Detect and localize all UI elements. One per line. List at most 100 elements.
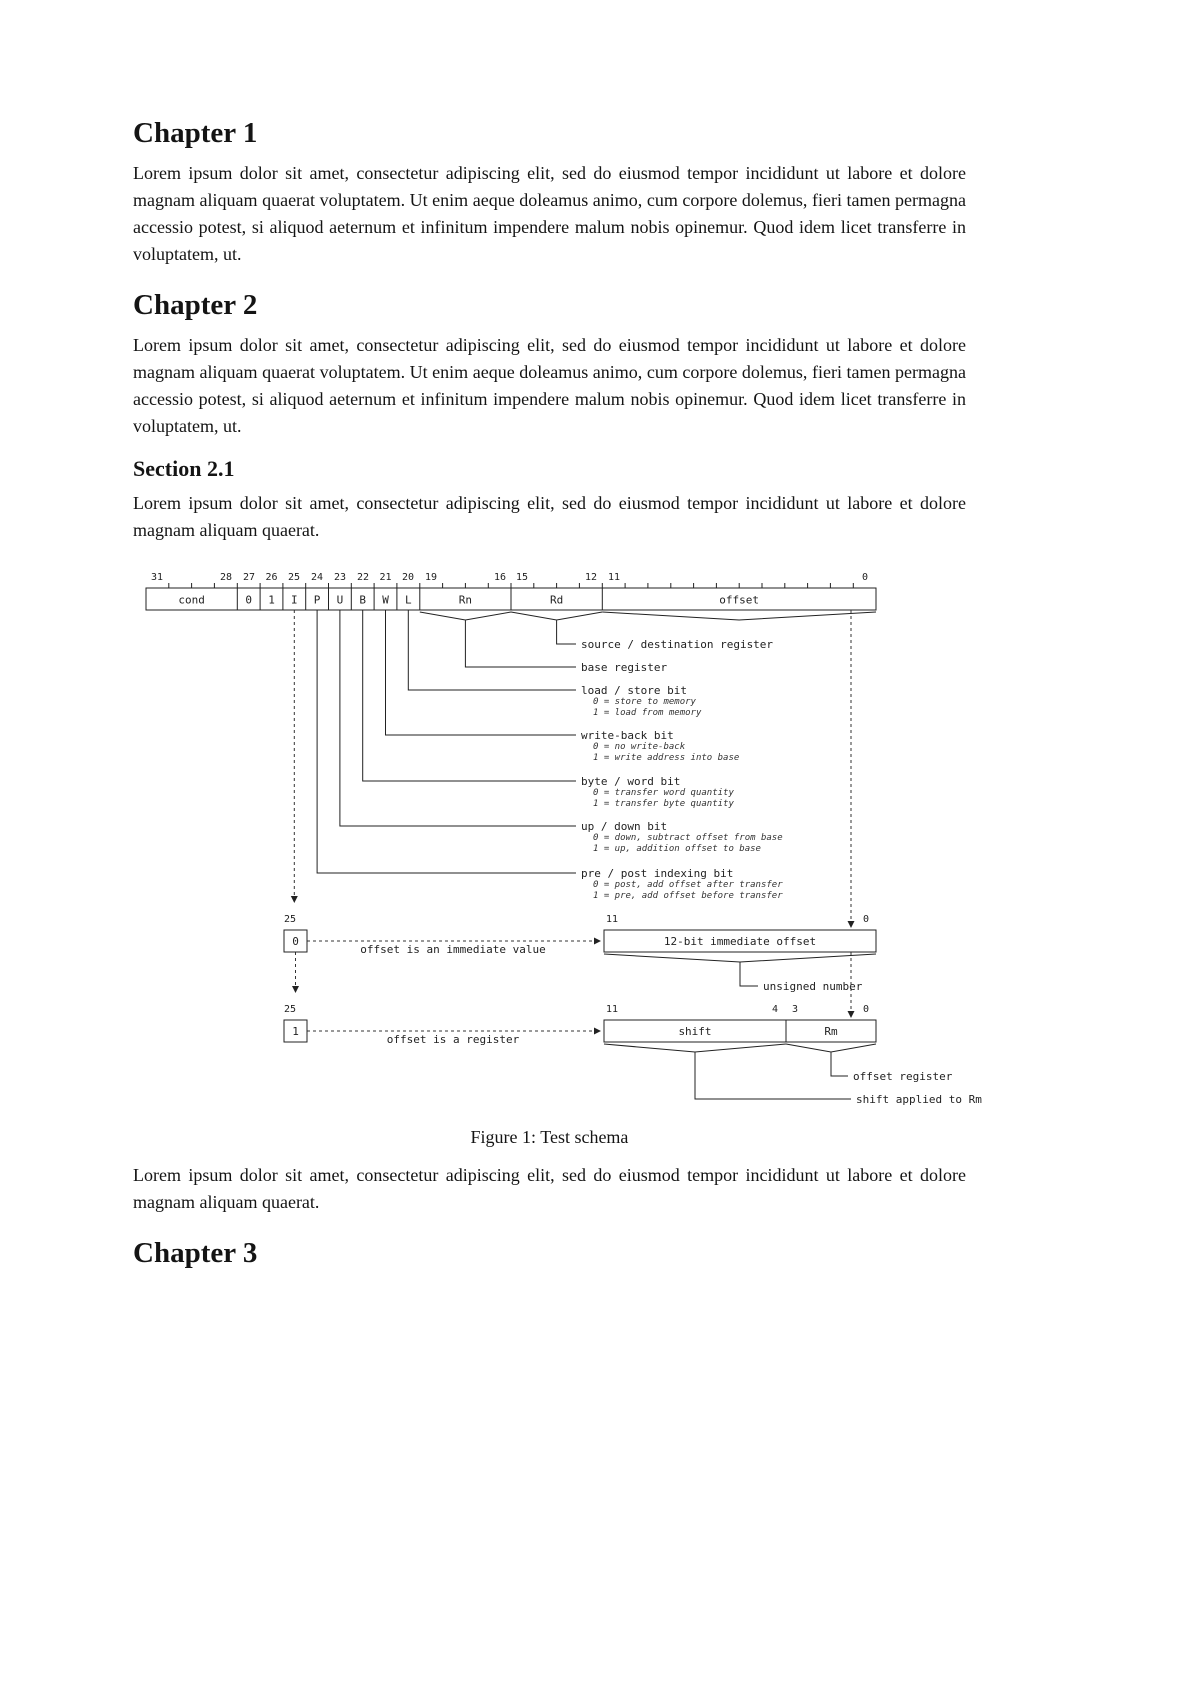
register-flag-box bbox=[283, 1019, 308, 1043]
field-L: L bbox=[405, 594, 412, 607]
annotation-pre-post-note-0: 0 = post, add offset after transfer bbox=[593, 880, 783, 890]
register-arrow-label: offset is a register bbox=[387, 1033, 520, 1046]
figure-caption: Figure 1: Test schema bbox=[470, 1127, 629, 1148]
register-flag-value: 1 bbox=[292, 1025, 299, 1038]
arrow-down-i-bit bbox=[290, 896, 298, 904]
arrow-down-offset-1 bbox=[847, 921, 855, 929]
field-separators bbox=[236, 588, 603, 611]
field-W: W bbox=[382, 594, 389, 607]
field-Rd: Rd bbox=[550, 594, 563, 607]
bit-number-21: 21 bbox=[379, 572, 391, 583]
register-row: 31 28 27 26 25 24 23 22 21 20 19 16 15 1… bbox=[145, 572, 877, 611]
bit-number-25: 25 bbox=[288, 572, 300, 583]
annotation-labels: source / destination register base regis… bbox=[581, 638, 783, 901]
field-Rn: Rn bbox=[459, 594, 472, 607]
leader-w bbox=[385, 610, 576, 736]
annotation-write-back-note-0: 0 = no write-back bbox=[593, 742, 686, 752]
field-const-0: 0 bbox=[245, 594, 252, 607]
arrow-down-flag0 bbox=[292, 986, 299, 994]
chapter-1-heading: Chapter 1 bbox=[133, 117, 258, 149]
bit-number-27: 27 bbox=[243, 572, 255, 583]
section-2-1-heading: Section 2.1 bbox=[133, 455, 235, 481]
register-branch: 25 1 offset is a register 11 4 3 0 shift… bbox=[283, 1004, 982, 1106]
bit-number-28: 28 bbox=[220, 572, 232, 583]
immediate-flag-box bbox=[283, 929, 308, 953]
annotation-base-register: base register bbox=[581, 661, 667, 674]
section-2-1-paragraph: Lorem ipsum dolor sit amet, consectetur … bbox=[133, 493, 966, 541]
bit-number-24: 24 bbox=[311, 572, 323, 583]
content-column: Chapter 1 Lorem ipsum dolor sit amet, co… bbox=[133, 117, 982, 1270]
leader-p bbox=[316, 610, 576, 874]
bit-number-31: 31 bbox=[151, 572, 163, 583]
arrow-down-offset-2 bbox=[847, 1011, 855, 1019]
immediate-box-bit-0: 0 bbox=[863, 914, 869, 925]
shift-rm-box bbox=[603, 1019, 877, 1043]
annotation-byte-word-note-0: 0 = transfer word quantity bbox=[593, 788, 734, 798]
rm-field-label: Rm bbox=[824, 1025, 838, 1038]
annotation-up-down-note-0: 0 = down, subtract offset from base bbox=[593, 833, 783, 843]
field-B: B bbox=[359, 594, 366, 607]
bit-number-16: 16 bbox=[494, 572, 506, 583]
bit-number-15: 15 bbox=[516, 572, 528, 583]
figure-1: 31 28 27 26 25 24 23 22 21 20 19 16 15 1… bbox=[133, 568, 982, 1148]
immediate-box-bit-11: 11 bbox=[606, 914, 618, 925]
immediate-offset-box bbox=[603, 929, 877, 953]
annotation-byte-word-note-1: 1 = transfer byte quantity bbox=[593, 799, 734, 809]
annotation-up-down: up / down bit bbox=[581, 820, 667, 833]
annotation-write-back-note-1: 1 = write address into base bbox=[593, 753, 739, 763]
immediate-offset-box-label: 12-bit immediate offset bbox=[664, 935, 816, 948]
annotation-write-back: write-back bit bbox=[581, 729, 674, 742]
instruction-format-diagram: 31 28 27 26 25 24 23 22 21 20 19 16 15 1… bbox=[145, 572, 982, 1106]
bit-number-26: 26 bbox=[265, 572, 277, 583]
shift-field-label: shift bbox=[678, 1025, 711, 1038]
register-box-bit-11: 11 bbox=[606, 1004, 618, 1015]
chapter-2-paragraph: Lorem ipsum dolor sit amet, consectetur … bbox=[133, 334, 966, 436]
immediate-arrow-label: offset is an immediate value bbox=[360, 943, 545, 956]
dashed-connectors bbox=[290, 610, 855, 1035]
field-offset: offset bbox=[719, 594, 759, 607]
field-I: I bbox=[291, 594, 298, 607]
annotation-pre-post: pre / post indexing bit bbox=[581, 867, 733, 880]
annotation-leader-lines bbox=[316, 610, 877, 874]
bit-number-23: 23 bbox=[334, 572, 346, 583]
register-box-bit-0: 0 bbox=[863, 1004, 869, 1015]
bit-number-22: 22 bbox=[357, 572, 369, 583]
bit-number-11: 11 bbox=[608, 572, 620, 583]
chapter-1-paragraph: Lorem ipsum dolor sit amet, consectetur … bbox=[133, 162, 966, 264]
annotation-byte-word: byte / word bit bbox=[581, 775, 680, 788]
bit-ticks bbox=[168, 583, 854, 589]
leader-b bbox=[362, 610, 576, 782]
unsigned-number-label: unsigned number bbox=[763, 980, 863, 993]
annotation-load-store: load / store bit bbox=[581, 684, 687, 697]
register-box-bit-3: 3 bbox=[792, 1004, 798, 1015]
shift-applied-label: shift applied to Rm bbox=[856, 1093, 982, 1106]
leader-unsigned-number bbox=[603, 953, 877, 987]
bit-number-12: 12 bbox=[585, 572, 597, 583]
field-cond: cond bbox=[178, 594, 205, 607]
immediate-branch: 25 0 offset is an immediate value 11 0 1… bbox=[283, 914, 877, 993]
leader-u bbox=[339, 610, 576, 827]
leader-l bbox=[407, 610, 576, 691]
annotation-load-store-note-0: 0 = store to memory bbox=[593, 697, 697, 707]
annotation-load-store-note-1: 1 = load from memory bbox=[593, 708, 702, 718]
bit-number-20: 20 bbox=[402, 572, 414, 583]
annotation-up-down-note-1: 1 = up, addition offset to base bbox=[593, 844, 761, 854]
bracket-offset bbox=[602, 611, 877, 621]
field-U: U bbox=[337, 594, 344, 607]
leader-shift-applied bbox=[603, 1043, 851, 1100]
immediate-flag-value: 0 bbox=[292, 935, 299, 948]
annotation-pre-post-note-1: 1 = pre, add offset before transfer bbox=[593, 891, 783, 901]
chapter-3-heading: Chapter 3 bbox=[133, 1237, 258, 1270]
leader-offset-register bbox=[785, 1043, 877, 1077]
field-const-1: 1 bbox=[268, 594, 275, 607]
field-P: P bbox=[314, 594, 321, 607]
chapter-2-heading: Chapter 2 bbox=[133, 288, 258, 321]
leader-rd bbox=[510, 611, 603, 645]
offset-register-label: offset register bbox=[853, 1070, 953, 1083]
register-box-bit-4: 4 bbox=[772, 1004, 778, 1015]
arrow-right-register bbox=[594, 1027, 601, 1035]
immediate-bit-25-label: 25 bbox=[284, 914, 296, 925]
arrow-right-immediate bbox=[594, 937, 601, 945]
annotation-source-destination: source / destination register bbox=[581, 638, 773, 651]
